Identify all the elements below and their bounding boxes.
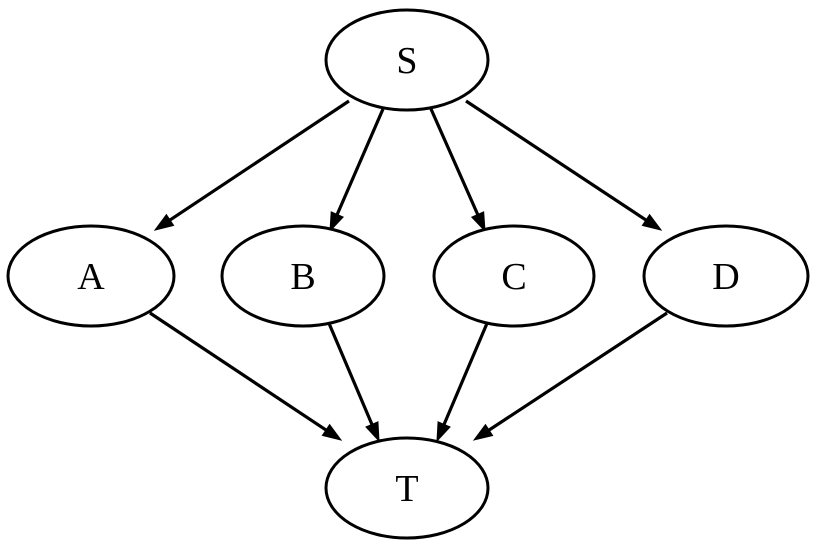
edge-line — [429, 108, 481, 218]
edges-layer — [149, 99, 668, 443]
edge-line — [485, 311, 668, 434]
arrowhead-icon — [329, 211, 344, 233]
arrowhead-icon — [153, 213, 175, 231]
node-ellipse[interactable] — [432, 224, 596, 328]
arrowhead-icon — [472, 423, 494, 441]
arrowhead-icon — [436, 421, 451, 443]
graph-node-b[interactable]: B — [220, 224, 386, 328]
edge-line — [441, 320, 490, 428]
graph-node-a[interactable]: A — [6, 224, 176, 328]
edge-a-to-t — [149, 311, 343, 441]
graph-node-s[interactable]: S — [324, 8, 490, 112]
node-ellipse[interactable] — [324, 8, 490, 112]
edge-line — [465, 99, 650, 224]
arrowhead-icon — [321, 423, 343, 441]
edge-b-to-t — [326, 320, 380, 443]
edge-s-to-d — [465, 99, 663, 231]
edge-s-to-a — [153, 99, 350, 231]
edge-line — [326, 320, 375, 428]
graph-node-t[interactable]: T — [324, 436, 490, 540]
edge-d-to-t — [472, 311, 668, 441]
graph-node-c[interactable]: C — [432, 224, 596, 328]
node-ellipse[interactable] — [220, 224, 386, 328]
arrowhead-icon — [641, 213, 663, 231]
node-ellipse[interactable] — [642, 224, 810, 328]
node-ellipse[interactable] — [324, 436, 490, 540]
edge-c-to-t — [436, 320, 490, 443]
graph-node-d[interactable]: D — [642, 224, 810, 328]
edge-s-to-c — [429, 108, 486, 233]
arrowhead-icon — [365, 421, 380, 443]
edge-line — [149, 311, 330, 434]
edge-s-to-b — [329, 108, 385, 233]
arrowhead-icon — [470, 211, 486, 233]
node-ellipse[interactable] — [6, 224, 176, 328]
edge-line — [166, 99, 350, 224]
edge-line — [334, 108, 385, 218]
